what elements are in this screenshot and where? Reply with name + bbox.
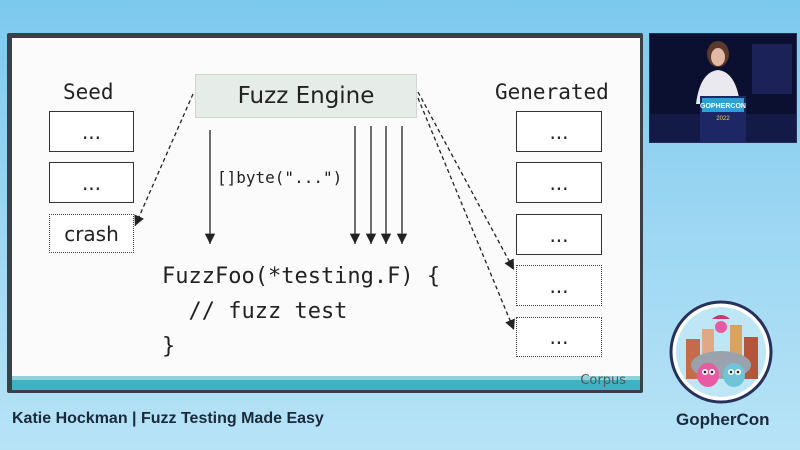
seed-box-1: ... [49, 111, 134, 152]
seed-box-2: ... [49, 162, 134, 203]
speaker-video: GOPHERCON 2022 [649, 33, 797, 143]
code-line-2: // fuzz test [162, 299, 348, 324]
generated-box-2: ... [516, 162, 602, 203]
byte-label: []byte("...") [217, 168, 343, 187]
diagram-arrows [134, 91, 515, 331]
arrow-engine-to-generated-4 [417, 91, 515, 271]
fuzz-engine-box: Fuzz Engine [195, 74, 417, 118]
arrow-engine-to-crash [134, 93, 194, 227]
seed-box-crash: crash [49, 214, 134, 253]
talk-title: Katie Hockman | Fuzz Testing Made Easy [12, 410, 324, 427]
generated-box-5: ... [516, 317, 602, 357]
generated-box-4: ... [516, 265, 602, 306]
gophercon-mascot-logo [669, 300, 773, 404]
generated-title: Generated [495, 80, 609, 104]
corpus-label: Corpus [580, 373, 626, 388]
speaker-figure: GOPHERCON 2022 [650, 34, 796, 142]
seed-title: Seed [63, 80, 114, 104]
code-line-1: FuzzFoo(*testing.F) { [162, 264, 441, 289]
slide-bottom-bar [12, 376, 640, 390]
podium-text: GOPHERCON [700, 103, 746, 110]
slide: Seed Generated Fuzz Engine ... ... crash… [12, 38, 640, 390]
generated-box-3: ... [516, 214, 602, 255]
generated-box-1: ... [516, 111, 602, 152]
arrow-engine-to-generated-5 [417, 97, 515, 331]
podium-year: 2022 [716, 116, 730, 122]
code-line-3: } [162, 334, 176, 359]
brand-name: GopherCon [676, 410, 770, 429]
